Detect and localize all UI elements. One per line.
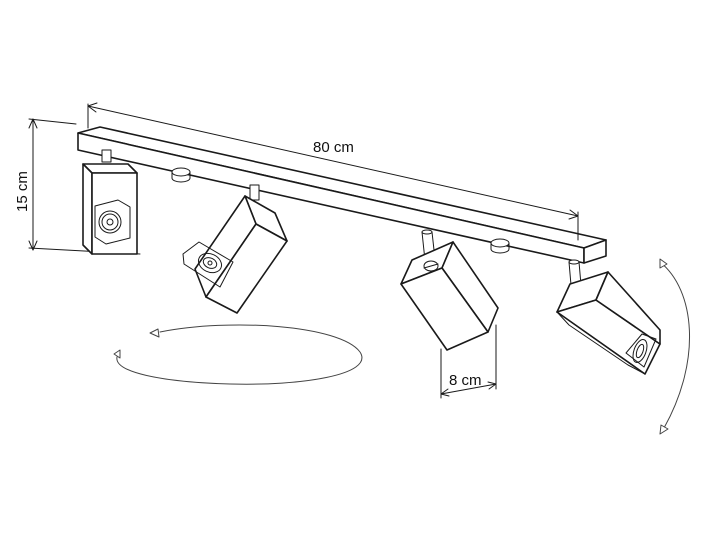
spotlight-4 [556, 259, 661, 375]
length-label: 80 cm [313, 139, 354, 156]
bar-mount-points [171, 167, 510, 254]
height-label: 15 cm [14, 171, 31, 212]
rotation-arrow-horizontal-icon [113, 324, 363, 385]
mount-point [490, 238, 510, 254]
rotation-arrow-vertical-icon [659, 258, 690, 435]
spotlight-3 [400, 229, 499, 351]
mounting-bar [77, 126, 607, 264]
mount-point [171, 167, 191, 183]
spotlight-2 [182, 184, 288, 314]
dimension-width: 8 cm [440, 324, 497, 399]
dimension-length: 80 cm [87, 102, 579, 241]
width-label: 8 cm [449, 372, 482, 389]
spotlight-1 [82, 149, 138, 255]
